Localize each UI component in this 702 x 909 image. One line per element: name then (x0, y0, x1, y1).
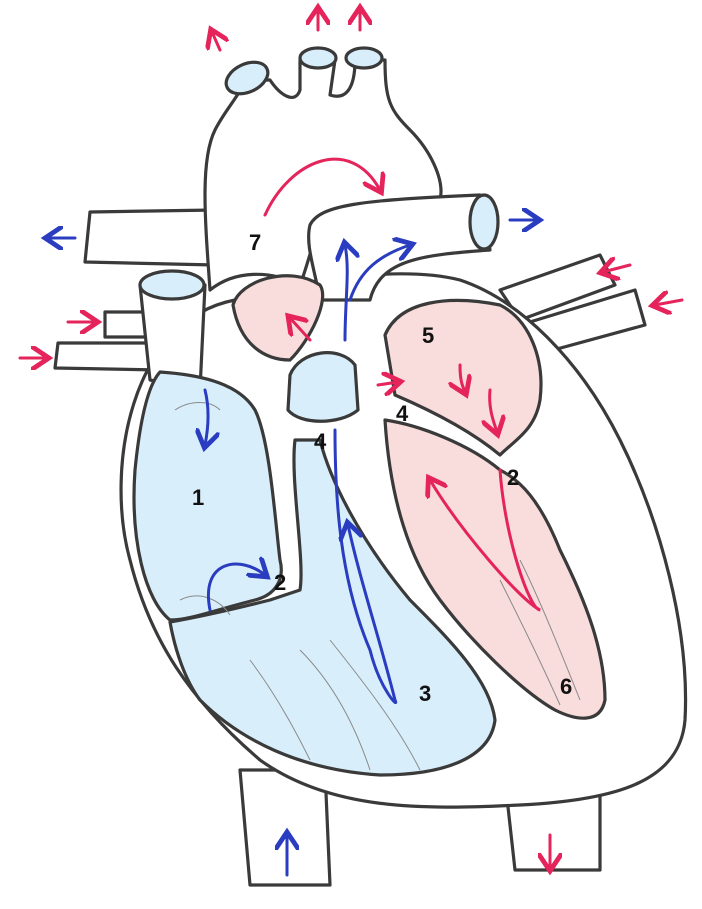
pulmonary-veins-right-lower (53, 341, 162, 372)
aorta-branch-1 (224, 60, 270, 96)
label-aortic-valve: 4 (396, 401, 409, 426)
label-right-ventricle: 3 (419, 681, 431, 706)
pulmonary-valve-cusp (286, 351, 360, 423)
aortic-valve-cusp (231, 274, 325, 362)
label-left-atrium: 5 (422, 323, 434, 348)
pulmonary-artery-left (83, 208, 217, 267)
label-aorta: 7 (249, 230, 261, 255)
oxygenated-flow-arrows (18, 10, 684, 868)
aorta-branch-3 (344, 46, 384, 70)
pulmonary-trunk-opening (468, 193, 500, 251)
label-mitral-valve: 2 (507, 465, 519, 490)
label-right-atrium: 1 (192, 485, 204, 510)
right-ventricle (168, 438, 497, 777)
right-atrium (132, 370, 283, 622)
aorta-branch-2 (298, 46, 338, 70)
deoxygenated-flow-arrows (48, 220, 537, 877)
label-left-ventricle: 6 (560, 674, 572, 699)
label-tricuspid-valve: 2 (274, 570, 286, 595)
muscle-texture (174, 402, 581, 771)
superior-vena-cava-opening (138, 269, 206, 301)
label-pulmonary-valve: 4 (314, 429, 327, 454)
